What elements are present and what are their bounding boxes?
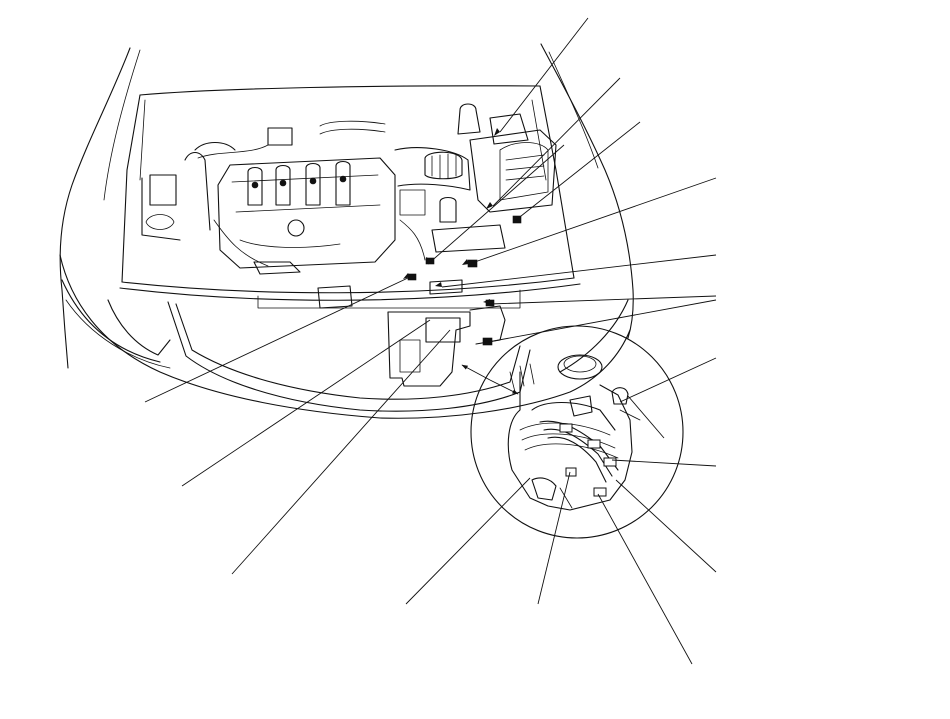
callout-2 bbox=[492, 77, 621, 207]
callout-10 bbox=[405, 477, 531, 605]
car-body bbox=[59, 43, 634, 419]
callout-1 bbox=[499, 17, 589, 133]
callout-8 bbox=[619, 357, 717, 403]
callout-11 bbox=[537, 471, 571, 605]
lower-control-module bbox=[387, 305, 506, 387]
ignition-coils bbox=[247, 160, 351, 206]
pointer-arrows bbox=[461, 364, 519, 395]
engine-bay bbox=[141, 103, 557, 346]
callout-15 bbox=[231, 329, 451, 575]
leader-arrowheads bbox=[403, 128, 500, 304]
detail-inset bbox=[470, 325, 684, 539]
callout-6 bbox=[489, 295, 717, 305]
callout-14 bbox=[181, 319, 431, 487]
callout-9b bbox=[615, 479, 717, 573]
callout-leaders bbox=[144, 17, 717, 665]
callout-4 bbox=[468, 177, 717, 265]
callout-3 bbox=[515, 121, 641, 221]
callout-16 bbox=[427, 144, 565, 265]
callout-13 bbox=[144, 276, 411, 403]
callout-9c bbox=[627, 395, 665, 439]
callout-7 bbox=[487, 299, 717, 343]
callout-5 bbox=[441, 254, 717, 288]
callout-9 bbox=[611, 459, 717, 467]
callout-12 bbox=[597, 493, 693, 665]
